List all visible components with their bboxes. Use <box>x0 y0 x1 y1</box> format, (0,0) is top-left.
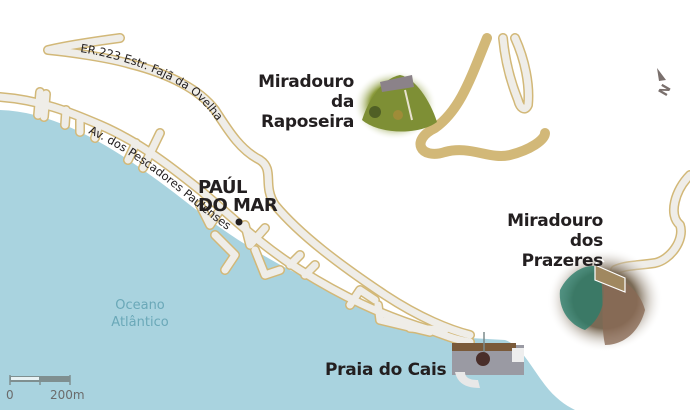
label-town-line1: PAÚL <box>198 177 248 198</box>
label-town-paul-do-mar: PAÚL DO MAR <box>198 177 278 216</box>
label-praia-do-cais: Praia do Cais <box>325 360 447 380</box>
scale-bar <box>9 375 71 385</box>
praia-do-cais-photo <box>452 332 524 388</box>
label-miradouro-prazeres: Miradouro dos Prazeres <box>488 211 603 271</box>
road-label-er223-text: ER.223 Estr. Fajã da Ovelha <box>80 41 226 123</box>
label-ocean-line2: Atlântico <box>111 315 169 330</box>
label-miradouro-raposeira: Miradouro da Raposeira <box>258 72 354 132</box>
scale-label-end: 200m <box>50 388 85 402</box>
label-miradouro-prazeres-line2: dos Prazeres <box>521 231 604 271</box>
town-point-icon <box>235 218 243 226</box>
label-ocean-line1: Oceano <box>115 298 165 313</box>
scale-label-start: 0 <box>6 388 14 402</box>
prazeres-photo <box>547 248 663 352</box>
label-town-line2: DO MAR <box>198 195 278 216</box>
label-miradouro-raposeira-line2: da Raposeira <box>260 92 354 132</box>
label-praia-do-cais-line1: Praia do Cais <box>325 360 447 380</box>
road-label-er223: ER.223 Estr. Fajã da Ovelha <box>80 41 226 123</box>
label-ocean: Oceano Atlântico <box>100 297 180 331</box>
raposeira-photo <box>353 70 437 140</box>
label-miradouro-prazeres-line1: Miradouro <box>507 211 603 231</box>
label-miradouro-raposeira-line1: Miradouro <box>258 72 354 92</box>
north-arrow-icon <box>657 68 666 81</box>
